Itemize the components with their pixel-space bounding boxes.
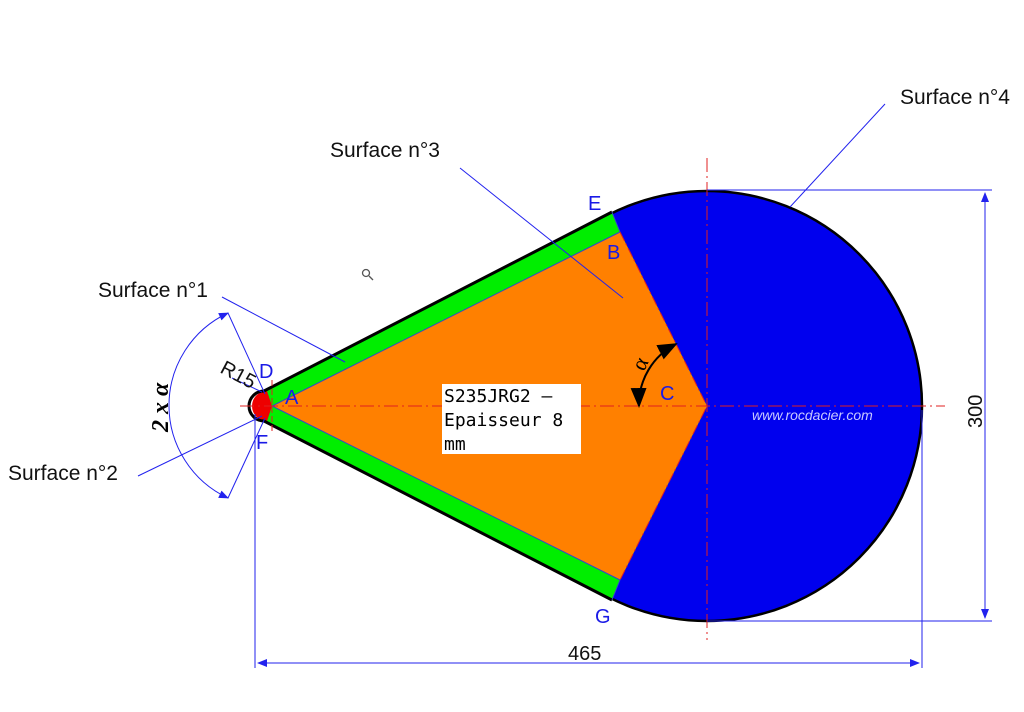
watermark: www.rocdacier.com bbox=[752, 407, 873, 423]
point-A: A bbox=[285, 387, 299, 409]
point-C: C bbox=[660, 383, 674, 405]
point-D: D bbox=[259, 361, 273, 383]
dimension-angle-double: 2 x α bbox=[148, 382, 174, 433]
dimension-height: 300 bbox=[965, 395, 987, 428]
surface-2-cap bbox=[252, 391, 272, 421]
point-E: E bbox=[588, 193, 601, 215]
material-line-2: Epaisseur 8 bbox=[444, 410, 563, 431]
dimension-lines bbox=[137, 103, 992, 668]
point-F: F bbox=[256, 432, 268, 454]
material-box bbox=[442, 384, 581, 454]
label-surface-4: Surface n°4 bbox=[900, 86, 1010, 109]
magnifier-icon bbox=[361, 268, 374, 281]
point-B: B bbox=[607, 242, 620, 264]
label-surface-3: Surface n°3 bbox=[330, 139, 440, 162]
dimension-width: 465 bbox=[568, 643, 601, 665]
alpha-arc bbox=[630, 343, 678, 408]
material-line-1: S235JRG2 – bbox=[444, 386, 553, 407]
label-surface-1: Surface n°1 bbox=[98, 279, 208, 302]
material-line-3: mm bbox=[444, 434, 466, 455]
label-surface-2: Surface n°2 bbox=[8, 462, 118, 485]
point-G: G bbox=[595, 606, 611, 628]
